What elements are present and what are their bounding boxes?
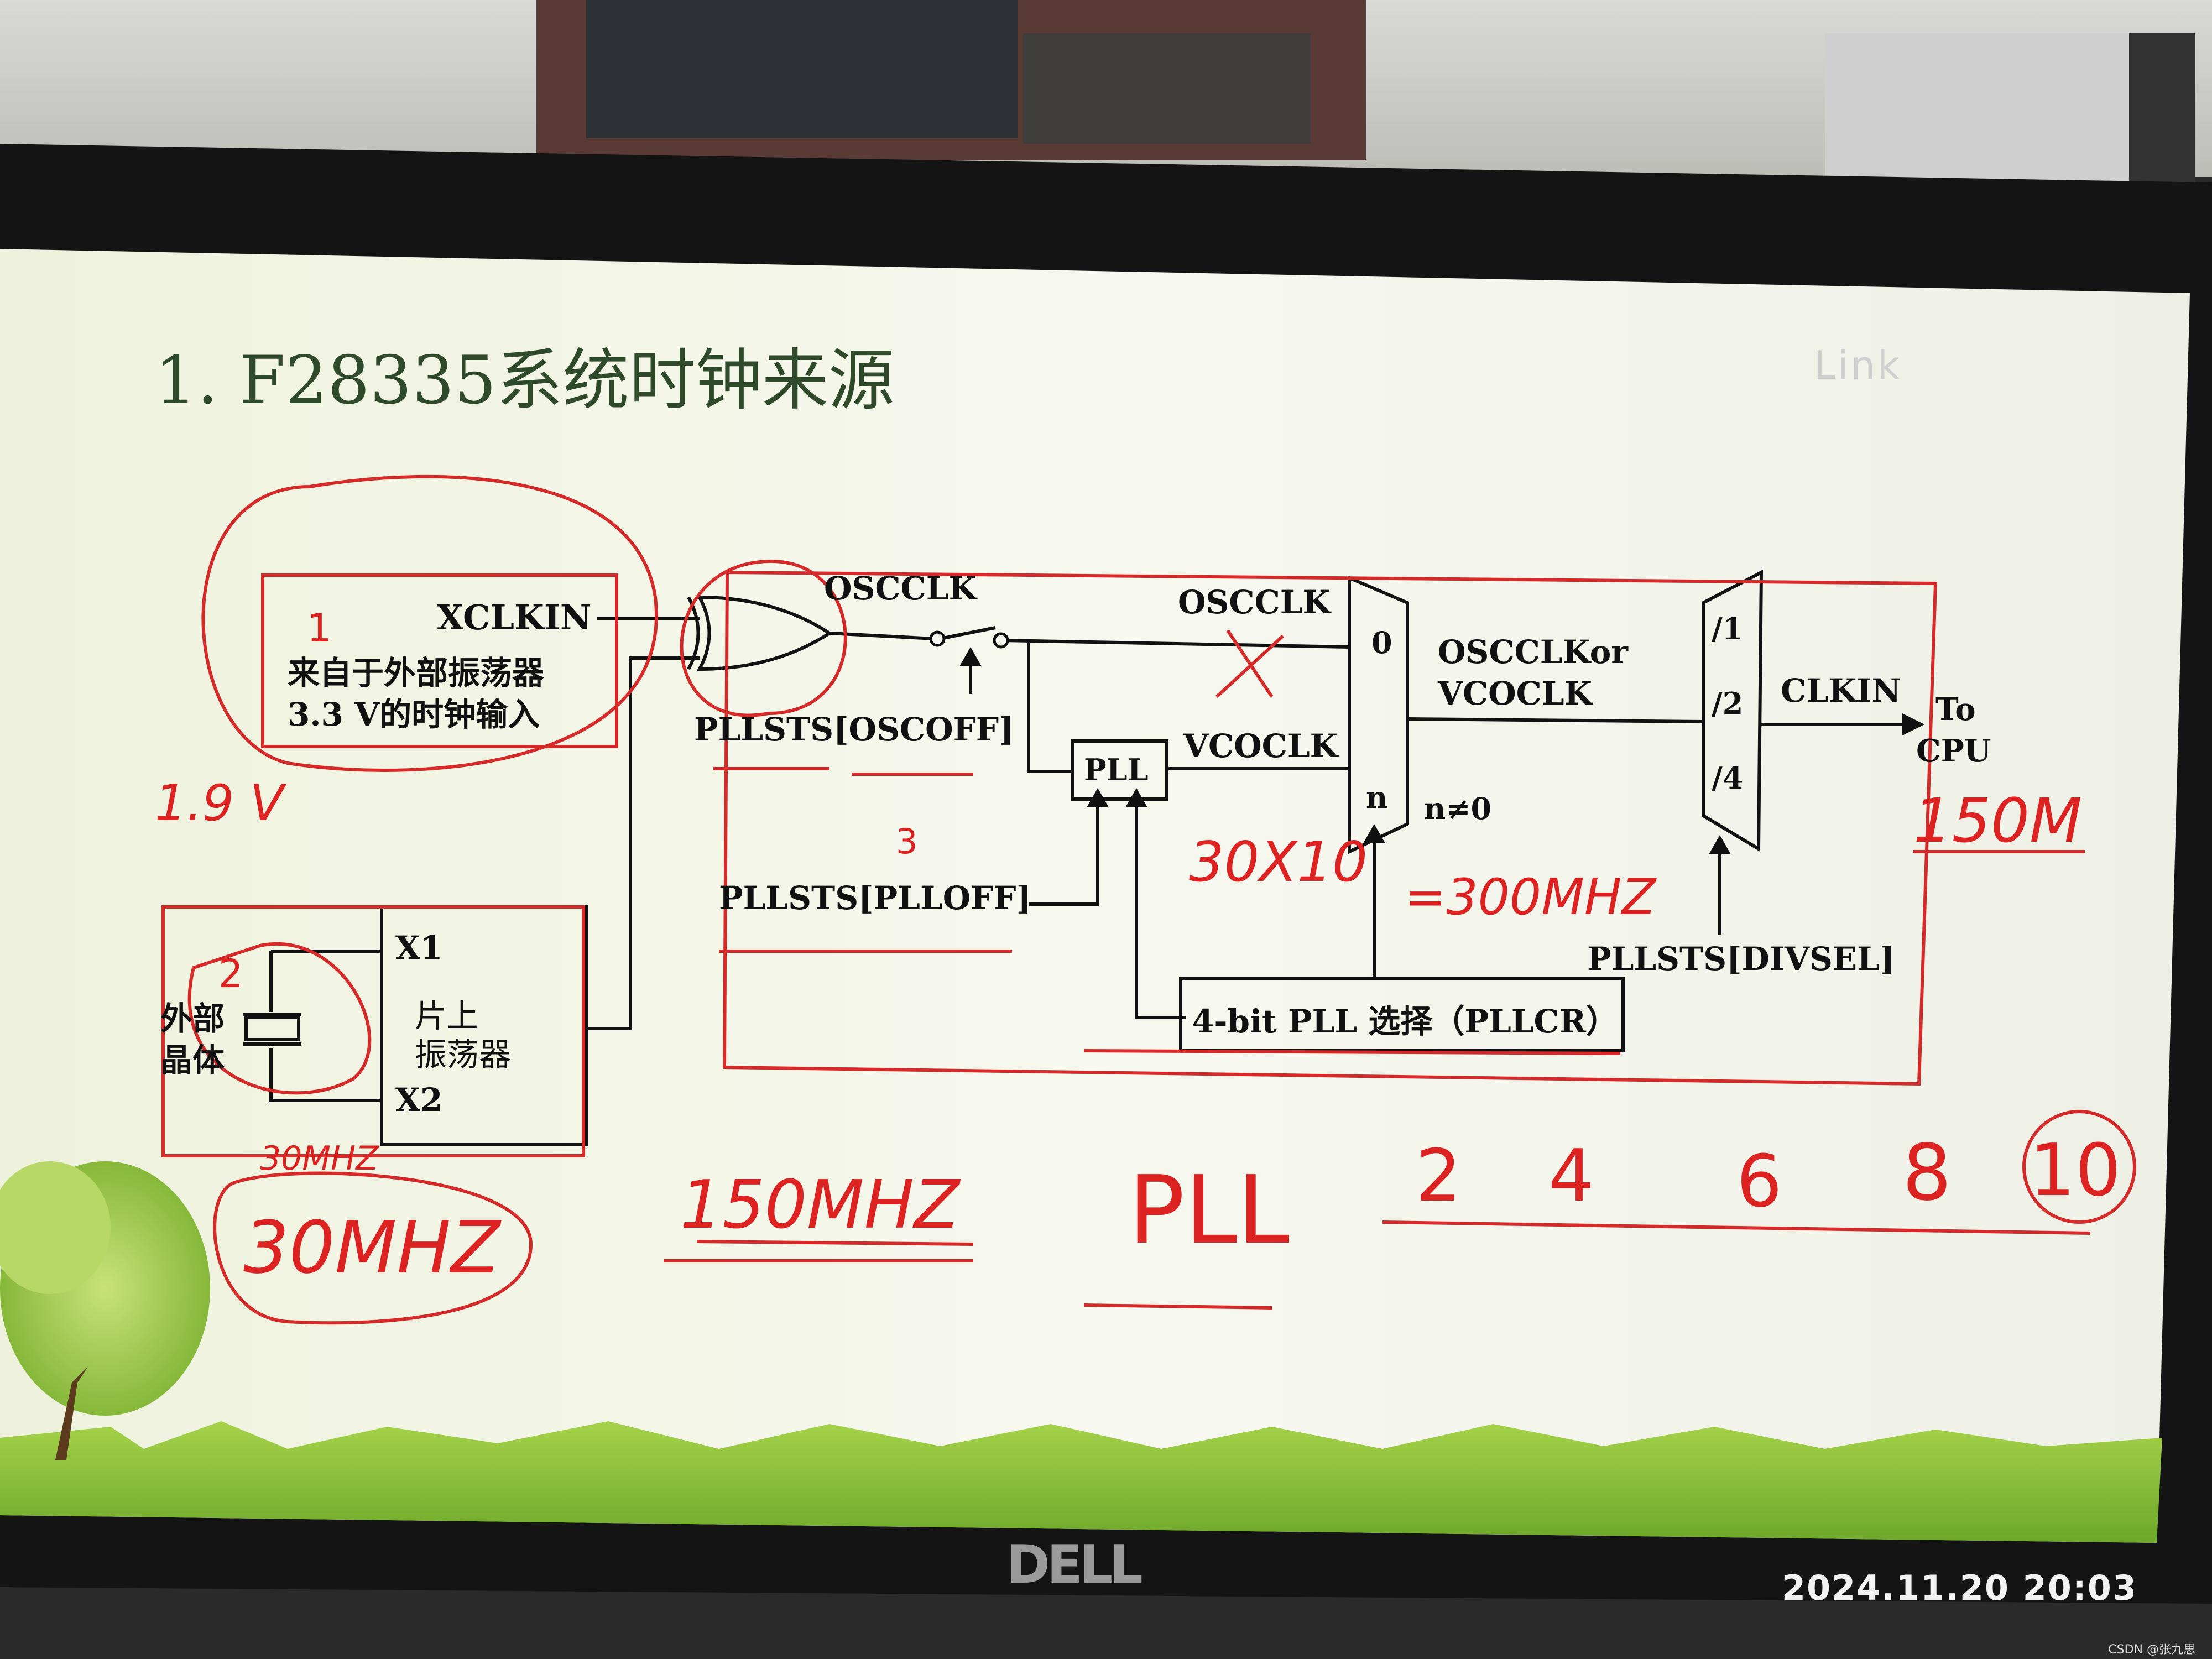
hand-multiplier-8: 8 xyxy=(1902,1128,1952,1218)
monitor-behind xyxy=(1825,33,2179,188)
ext-clock-line1: 来自于外部振荡器 xyxy=(288,647,544,693)
window-dark xyxy=(586,0,1018,138)
slide-watermark: Link xyxy=(1814,343,1902,388)
slide-screen xyxy=(0,249,2190,1543)
clkin-label: CLKIN xyxy=(1781,672,1901,709)
pllcr-label: 4-bit PLL 选择（PLLCR） xyxy=(1192,995,1618,1042)
slide-title: 1. F28335系统时钟来源 xyxy=(155,326,895,422)
ext-clock-number: 1 xyxy=(307,606,332,651)
oscoff-label: PLLSTS[OSCOFF] xyxy=(694,711,1014,748)
hand-30mhz-big: 30MHZ xyxy=(243,1206,500,1290)
plloff-label: PLLSTS[PLLOFF] xyxy=(719,879,1031,917)
hand-30mhz-small: 30MHZ xyxy=(260,1139,378,1178)
divide-by-4: /4 xyxy=(1712,760,1743,796)
hand-multiplier-2: 2 xyxy=(1416,1134,1462,1218)
pll-box-label: PLL xyxy=(1084,752,1149,787)
osc-or-vco-line2: VCOCLK xyxy=(1438,675,1592,712)
divide-by-2: /2 xyxy=(1712,686,1743,721)
shelf xyxy=(1023,33,1311,144)
onchip-line2: 振荡器 xyxy=(415,1029,511,1075)
mux-osc-label: OSCCLK xyxy=(1178,583,1331,621)
x2-label: X2 xyxy=(395,1081,442,1119)
hand-300mhz: =300MHZ xyxy=(1405,868,1656,926)
hand-1-9v: 1.9 V xyxy=(155,774,284,832)
hand-pll: PLL xyxy=(1128,1156,1290,1265)
xclkin-label: XCLKIN xyxy=(437,597,592,638)
n-not-zero-label: n≠0 xyxy=(1424,791,1491,826)
pll-number: 3 xyxy=(896,821,917,862)
cpu-label: CPU xyxy=(1916,733,1991,769)
ext-crystal-line2: 晶体 xyxy=(160,1034,225,1081)
vcoclk-label: VCOCLK xyxy=(1183,727,1338,765)
osc-switch-label: OSCCLK xyxy=(824,570,977,607)
hand-multiplier-6: 6 xyxy=(1736,1139,1782,1223)
monitor-brand-logo: DELL xyxy=(1006,1535,1140,1595)
divsel-label: PLLSTS[DIVSEL] xyxy=(1587,940,1895,978)
hand-multiplier-10: 10 xyxy=(2030,1128,2121,1212)
mux-n: n xyxy=(1366,780,1387,815)
osc-number: 2 xyxy=(218,951,243,997)
hand-30x10: 30X10 xyxy=(1189,830,1368,894)
hand-150mhz: 150MHZ xyxy=(680,1167,959,1244)
to-label: To xyxy=(1936,691,1976,728)
hand-multiplier-4: 4 xyxy=(1548,1134,1594,1218)
divide-by-1: /1 xyxy=(1712,611,1743,646)
ext-crystal-line1: 外部 xyxy=(160,993,225,1039)
photo-timestamp: 2024.11.20 20:03 xyxy=(1782,1568,2137,1608)
x1-label: X1 xyxy=(395,929,442,967)
mux-zero: 0 xyxy=(1371,625,1392,660)
hand-150m: 150M xyxy=(1913,785,2082,856)
monitor-behind-frame xyxy=(2129,33,2195,188)
osc-or-vco-line1: OSCCLKor xyxy=(1438,633,1628,671)
ext-clock-line2: 3.3 V的时钟输入 xyxy=(288,688,540,735)
photo-credit: CSDN @张九思 xyxy=(2108,1640,2195,1657)
